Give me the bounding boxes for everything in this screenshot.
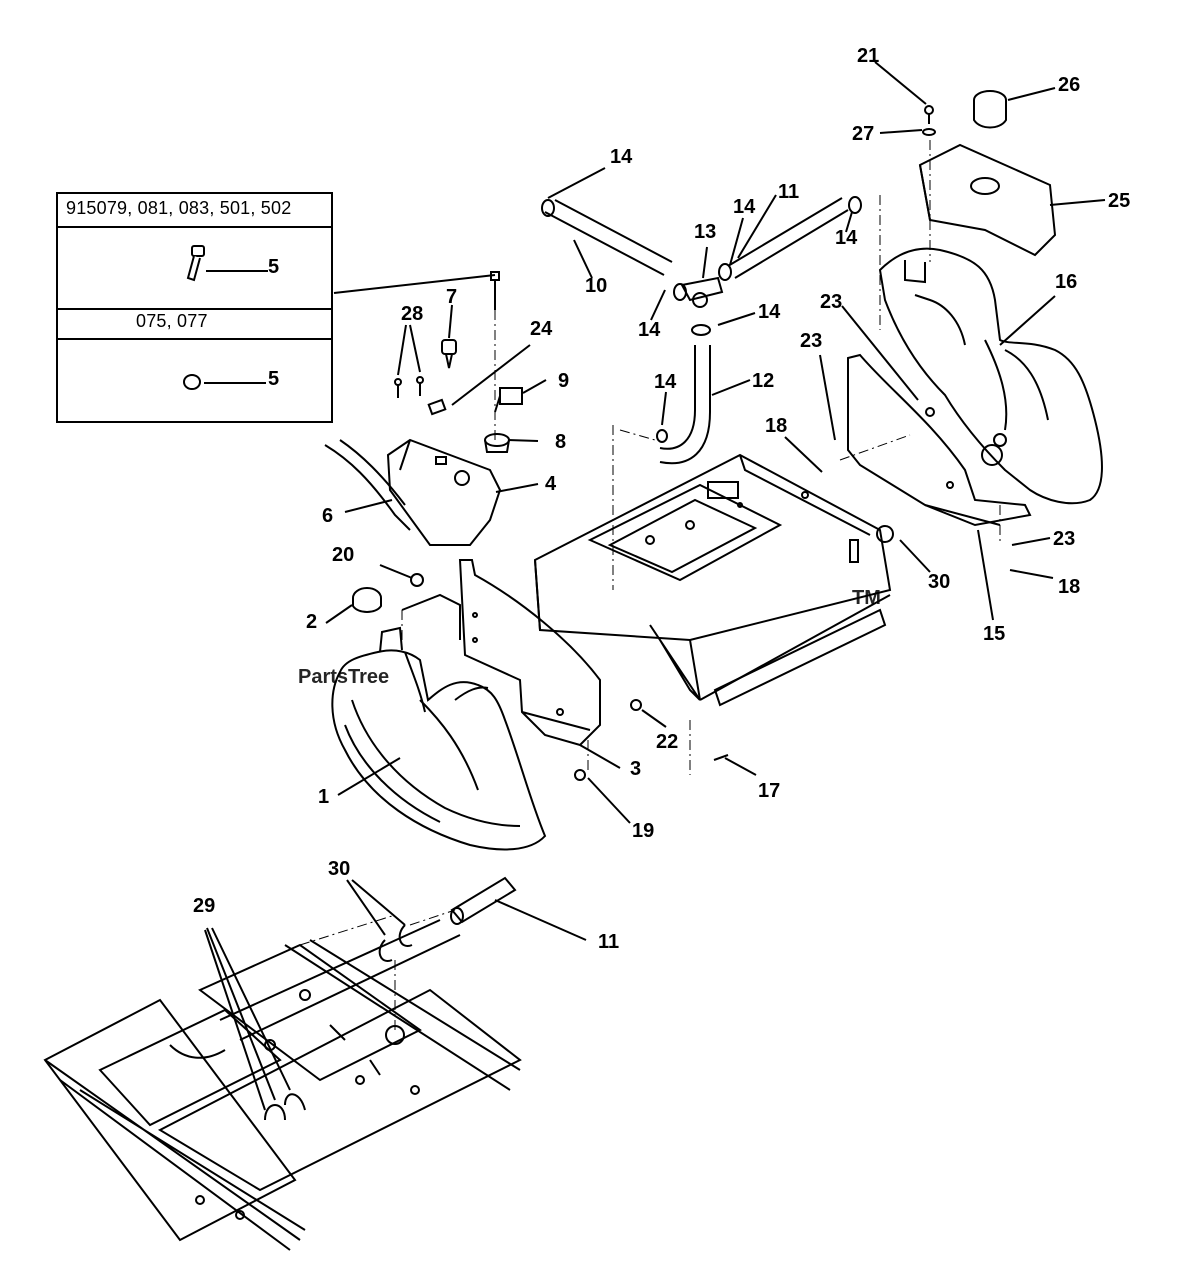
part-24-grommet[interactable] (427, 398, 447, 416)
callout-24[interactable]: 24 (530, 318, 553, 340)
callout-17[interactable]: 17 (758, 780, 780, 802)
main-frame[interactable] (533, 453, 892, 707)
inset-row-2-header: 075, 077 (58, 308, 331, 340)
part-12-hose (659, 345, 711, 465)
part-11-hose (727, 197, 849, 279)
callout-6[interactable]: 6 (322, 505, 333, 527)
watermark: PartsTree TM (298, 587, 881, 688)
assembly-leaders (299, 140, 1001, 1030)
inset-row-1-header: 915079, 081, 083, 501, 502 (58, 194, 331, 228)
callout-18-b[interactable]: 18 (1058, 576, 1080, 598)
inset-models-b: 075, 077 (136, 311, 208, 331)
part-2-fuel-cap[interactable] (352, 587, 382, 613)
part-22-washer[interactable] (630, 699, 642, 711)
callout-19[interactable]: 19 (632, 820, 654, 842)
part-15-right-bracket[interactable] (847, 353, 1032, 527)
part-21-27-screw-washer[interactable] (922, 105, 936, 136)
callout-30-right[interactable]: 30 (928, 571, 950, 593)
callout-numbers: 1 2 3 4 6 7 8 9 10 11 11 12 13 14 14 14 … (193, 45, 1130, 953)
callout-13[interactable]: 13 (694, 221, 716, 243)
callout-8[interactable]: 8 (555, 431, 566, 453)
callout-23-c[interactable]: 23 (1053, 528, 1075, 550)
part-10-hose (544, 199, 673, 276)
part-1-left-fender[interactable] (331, 626, 547, 851)
model-variant-inset: 915079, 081, 083, 501, 502 5 075, 077 5 (56, 192, 333, 423)
callout-26[interactable]: 26 (1058, 74, 1080, 96)
bolt-icon (186, 245, 205, 282)
callout-leaders (204, 61, 1106, 1111)
callout-2[interactable]: 2 (306, 611, 317, 633)
callout-14-b[interactable]: 14 (733, 196, 756, 218)
part-17-bolt[interactable] (713, 754, 729, 761)
callout-1[interactable]: 1 (318, 786, 329, 808)
callout-21[interactable]: 21 (857, 45, 879, 67)
part-4-dash-console[interactable] (386, 438, 502, 546)
inset-part-b[interactable]: 5 (268, 368, 280, 390)
part-9-key[interactable] (499, 387, 523, 405)
part-20-nut[interactable] (410, 573, 424, 587)
watermark-text: PartsTree (298, 666, 389, 688)
hardware-small-parts (394, 271, 894, 781)
inset-part-a[interactable]: 5 (268, 256, 280, 278)
part-30-clamps-bottom (378, 924, 413, 962)
part-7-plug[interactable] (441, 339, 457, 355)
callout-30-bottom[interactable]: 30 (328, 858, 350, 880)
callout-14-d[interactable]: 14 (638, 319, 661, 341)
inset-leader-b (204, 382, 266, 384)
part-6-support-rod[interactable] (324, 439, 411, 531)
part-26-cap[interactable] (973, 90, 1007, 129)
plug-icon (183, 374, 201, 390)
part-30-clamp[interactable] (876, 525, 894, 543)
callout-23-a[interactable]: 23 (820, 291, 842, 313)
part-8-bumper[interactable] (484, 433, 510, 447)
callout-10[interactable]: 10 (585, 275, 607, 297)
callout-14-c[interactable]: 14 (835, 227, 858, 249)
callout-15[interactable]: 15 (983, 623, 1005, 645)
callout-9[interactable]: 9 (558, 370, 569, 392)
part-19-nut[interactable] (574, 769, 586, 781)
callout-14-a[interactable]: 14 (610, 146, 633, 168)
bottom-subassembly[interactable] (43, 876, 522, 1251)
callout-11-top[interactable]: 11 (778, 181, 799, 203)
inset-models-a: 915079, 081, 083, 501, 502 (66, 198, 292, 218)
callout-22[interactable]: 22 (656, 731, 678, 753)
callout-16[interactable]: 16 (1055, 271, 1077, 293)
callout-27[interactable]: 27 (852, 123, 874, 145)
part-16-right-fender[interactable] (878, 247, 1103, 505)
callout-4[interactable]: 4 (545, 473, 557, 495)
callout-14-f[interactable]: 14 (654, 371, 677, 393)
part-29-clips (264, 1093, 306, 1121)
callout-7[interactable]: 7 (446, 286, 457, 308)
callout-23-b[interactable]: 23 (800, 330, 822, 352)
callout-20[interactable]: 20 (332, 544, 354, 566)
callout-11-bottom[interactable]: 11 (598, 931, 619, 953)
callout-18-a[interactable]: 18 (765, 415, 787, 437)
callout-12[interactable]: 12 (752, 370, 774, 392)
part-25-top-cover[interactable] (918, 143, 1057, 257)
part-13-valve (680, 276, 724, 302)
inset-leader-a (206, 270, 268, 272)
callout-3[interactable]: 3 (630, 758, 641, 780)
callout-25[interactable]: 25 (1108, 190, 1130, 212)
part-3-left-bracket[interactable] (401, 559, 601, 747)
callout-28[interactable]: 28 (401, 303, 423, 325)
inset-row-2-body: 5 (58, 338, 331, 423)
callout-14-e[interactable]: 14 (758, 301, 781, 323)
fuel-lines[interactable] (541, 196, 862, 465)
callout-29[interactable]: 29 (193, 895, 215, 917)
part-11-hose-bottom (450, 876, 517, 924)
inset-row-1-body: 5 (58, 226, 331, 310)
